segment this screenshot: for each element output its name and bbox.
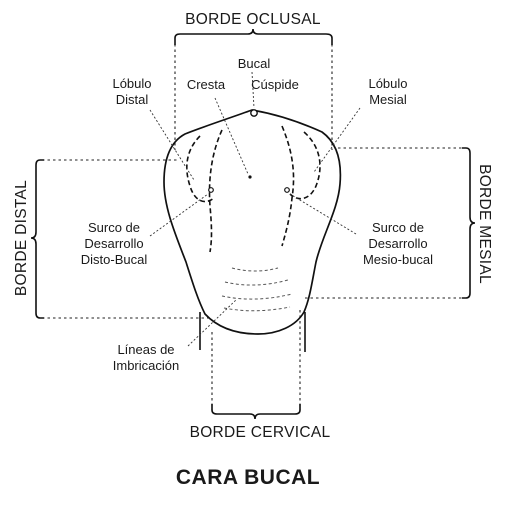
- label-lobulo-mesial-line1: Lóbulo: [368, 76, 407, 91]
- imbrication-line-4: [223, 306, 291, 312]
- label-lobulo-mesial-line2: Mesial: [369, 92, 407, 107]
- tooth-roots: [199, 312, 306, 352]
- label-surco-distal-line3: Disto-Bucal: [81, 252, 148, 267]
- leader-lines: [149, 71, 361, 347]
- leader-lobulo-distal: [149, 109, 195, 181]
- dimension-lines: [42, 44, 466, 410]
- leader-surco-distal: [149, 193, 209, 237]
- label-imbricacion-line1: Líneas de: [117, 342, 174, 357]
- distal-lobe-outline: [186, 135, 215, 203]
- mesial-groove-point: [284, 187, 290, 193]
- imbrication-lines: [221, 267, 293, 312]
- label-surco-mesial-line2: Desarrollo: [368, 236, 427, 251]
- occlusal-brace: [174, 28, 333, 45]
- mesial-brace: [462, 147, 476, 299]
- crest-point: [248, 175, 252, 179]
- leader-surco-mesial: [289, 193, 357, 235]
- tooth-crown: [163, 109, 342, 335]
- leader-imbricacion: [187, 299, 237, 347]
- label-imbricacion-line2: Imbricación: [113, 358, 179, 373]
- label-lobulo-distal-line1: Lóbulo: [112, 76, 151, 91]
- cervical-brace: [211, 404, 301, 420]
- figure-caption: CARA BUCAL: [176, 466, 320, 489]
- distal-groove-point: [208, 187, 214, 193]
- label-surco-mesial-line3: Mesio-bucal: [363, 252, 433, 267]
- cusp-tip-marker: [250, 109, 258, 117]
- leader-cresta: [214, 97, 249, 175]
- mesio-buccal-groove: [281, 125, 295, 247]
- imbrication-line-1: [231, 267, 279, 272]
- distal-border-label: BORDE DISTAL: [13, 180, 30, 296]
- imbrication-line-3: [221, 293, 293, 300]
- distal-brace: [30, 159, 44, 319]
- occlusal-border-label: BORDE OCLUSAL: [185, 11, 321, 28]
- label-lobulo-distal-line2: Distal: [116, 92, 149, 107]
- label-cresta: Cresta: [187, 77, 226, 92]
- label-surco-distal-line2: Desarrollo: [84, 236, 143, 251]
- mesial-lobe-outline: [289, 131, 321, 200]
- cervical-border-label: BORDE CERVICAL: [190, 424, 331, 441]
- leader-lobulo-mesial: [313, 107, 361, 173]
- disto-buccal-groove: [208, 129, 223, 253]
- braces: [30, 28, 476, 420]
- label-cuspide: Cúspide: [251, 77, 299, 92]
- label-bucal: Bucal: [238, 56, 271, 71]
- label-surco-mesial-line1: Surco de: [372, 220, 424, 235]
- crown-outline: [163, 109, 342, 335]
- imbrication-line-2: [224, 279, 289, 286]
- mesial-border-label: BORDE MESIAL: [476, 164, 493, 284]
- label-surco-distal-line1: Surco de: [88, 220, 140, 235]
